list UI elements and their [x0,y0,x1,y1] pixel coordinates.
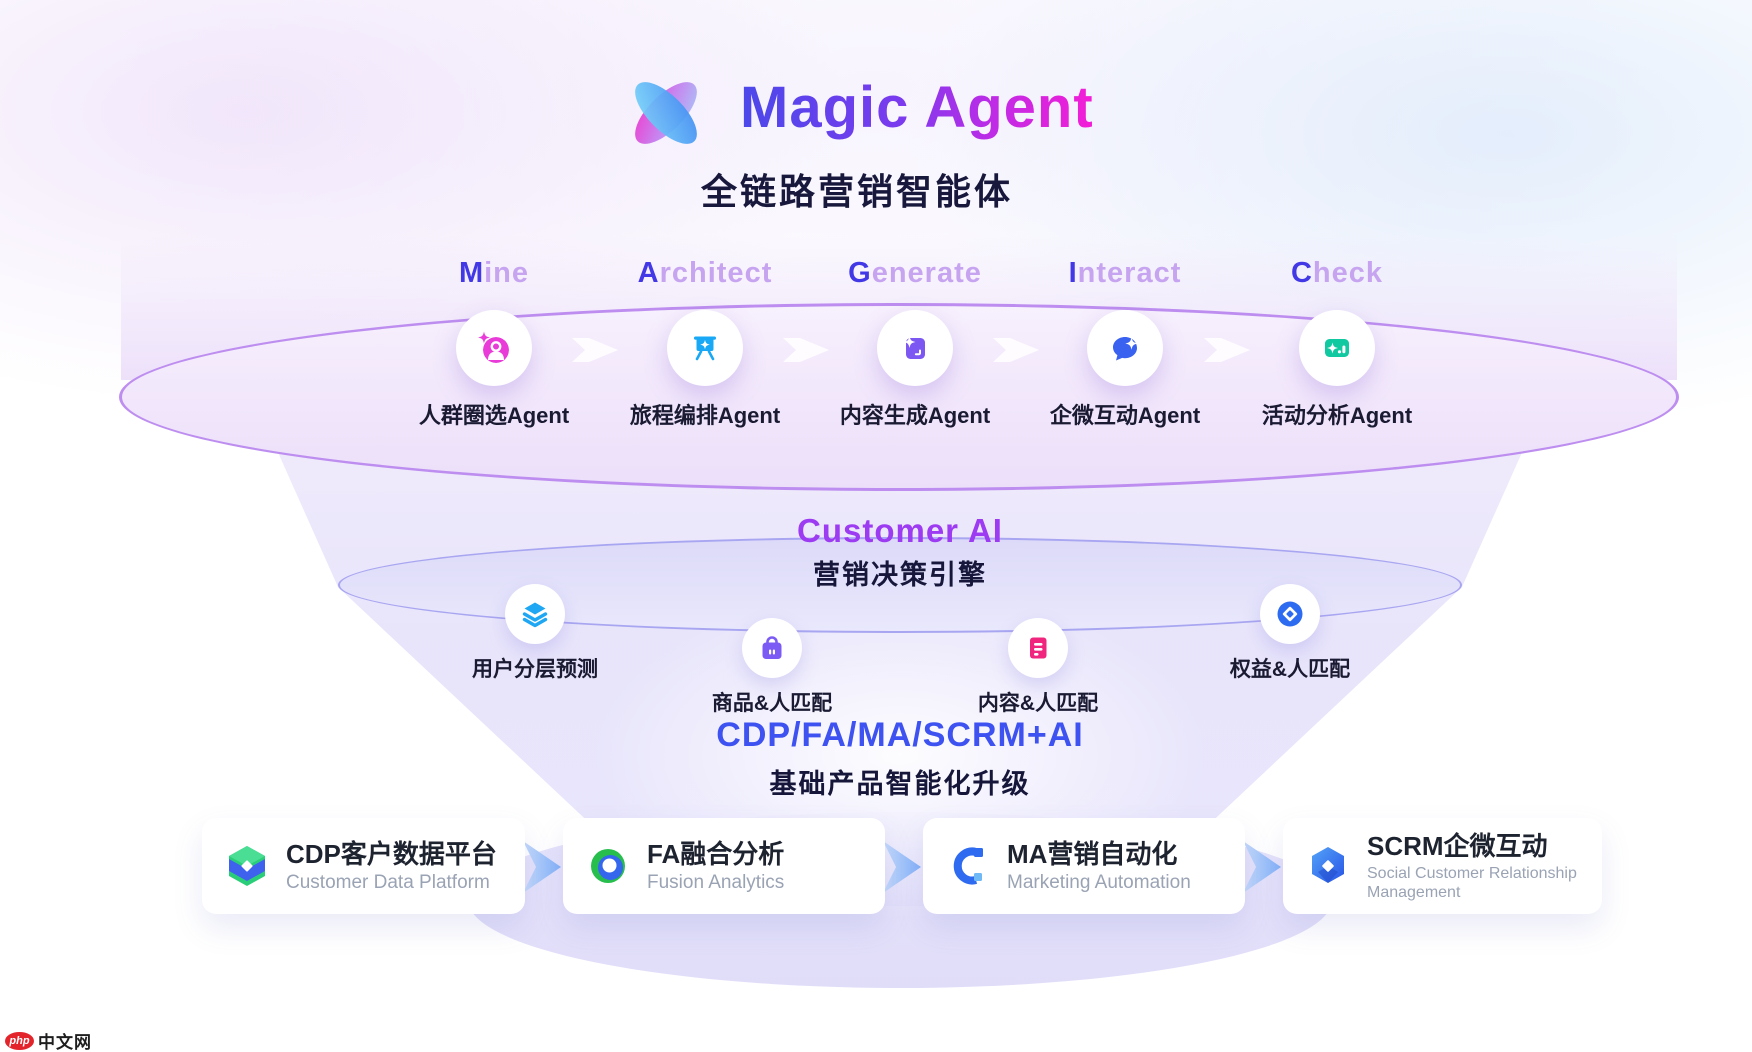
stage-title: Interact [1069,256,1182,290]
engine-icon-circle [1008,618,1068,678]
magic-agent-logo-icon [635,82,697,144]
agent-flow-disc [119,303,1679,491]
stage-title: Mine [459,256,529,290]
engine-icon-circle [1260,584,1320,644]
stage-title-initial: M [458,257,485,289]
stage-mine: Mine 人群圈选Agent [384,256,604,430]
stage-title-initial: I [1068,257,1078,289]
card-subtitle: Social Customer Relationship Management [1367,864,1577,901]
flow-arrow-icon [783,338,829,362]
stage-interact: Interact 企微互动Agent [1015,256,1235,430]
stage-title-initial: C [1290,257,1313,289]
watermark: php 中文网 [5,1028,92,1052]
stage-agent-label: 旅程编排Agent [629,403,781,428]
card-text: FA融合分析 Fusion Analytics [647,839,784,894]
card-text: MA营销自动化 Marketing Automation [1007,839,1191,894]
stage-check: Check 活动分析Agent [1227,256,1447,430]
engine-item-user-segmentation: 用户分层预测 [425,584,645,683]
engine-item-benefit-match: 权益&人匹配 [1180,584,1400,683]
card-title: FA融合分析 [647,838,785,869]
cdp-cube-icon [229,846,265,886]
stage-agent-label: 企微互动Agent [1049,403,1201,428]
engine-item-label: 商品&人匹配 [711,692,833,715]
content-note-icon [903,336,925,359]
flow-arrow-icon [1204,338,1250,362]
stage-title: Architect [638,256,773,290]
analytics-sparkle-icon [1325,339,1349,357]
diamond-circle-icon [1277,601,1303,627]
stage-icon-circle [667,310,743,386]
card-arrow-icon [883,841,921,893]
foundation-subtitle: 基础产品智能化升级 [769,769,1031,799]
flow-arrow-icon [572,338,618,362]
watermark-text: 中文网 [38,1033,92,1052]
foundation-title: CDP/FA/MA/SCRM+AI [716,716,1084,754]
stage-title: Check [1291,256,1383,290]
engine-icon-circle [505,584,565,644]
product-card-ma: MA营销自动化 Marketing Automation [923,818,1245,914]
stage-title-rest: rchitect [659,257,773,289]
stage-icon-circle [1087,310,1163,386]
stage-icon-circle [877,310,953,386]
stage-title-rest: enerate [871,257,982,289]
stage-icon-circle [456,310,532,386]
engine-item-label: 权益&人匹配 [1229,658,1351,681]
card-text: SCRM企微互动 Social Customer Relationship Ma… [1367,831,1588,902]
ma-logo-icon [953,847,983,885]
stage-agent-label: 内容生成Agent [839,403,991,428]
stage-generate: Generate 内容生成Agent [805,256,1025,430]
shopping-bag-icon [762,636,782,659]
fa-swirl-icon [591,849,625,883]
engine-item-label: 内容&人匹配 [977,692,1099,715]
engine-item-product-match: 商品&人匹配 [662,618,882,717]
card-subtitle: Fusion Analytics [647,871,785,893]
stage-title-rest: heck [1312,257,1384,289]
stage-agent-label: 活动分析Agent [1261,403,1413,428]
engine-icon-circle [742,618,802,678]
product-card-cdp: CDP客户数据平台 Customer Data Platform [202,818,525,914]
stage-title-initial: A [637,257,660,289]
stage-title-rest: nteract [1077,257,1182,289]
engine-item-content-match: 内容&人匹配 [928,618,1148,717]
card-title: CDP客户数据平台 [286,838,497,869]
product-card-fa: FA融合分析 Fusion Analytics [563,818,885,914]
card-title: SCRM企微互动 [1367,830,1548,861]
card-text: CDP客户数据平台 Customer Data Platform [286,839,497,894]
chat-sparkle-icon [1113,337,1138,361]
card-subtitle: Customer Data Platform [286,871,490,893]
scrm-hexagon-icon [1312,847,1344,883]
stage-icon-circle [1299,310,1375,386]
card-arrow-icon [1243,841,1281,893]
journey-board-icon [694,336,716,361]
card-title: MA营销自动化 [1007,838,1178,869]
card-arrow-icon [523,841,561,893]
decision-engine-title: Customer AI [797,512,1003,549]
stage-agent-label: 人群圈选Agent [418,403,570,428]
page-subtitle: 全链路营销智能体 [700,171,1013,212]
card-subtitle: Marketing Automation [1007,871,1191,893]
layers-icon [522,602,548,628]
page-title: Magic Agent [740,75,1094,140]
engine-item-label: 用户分层预测 [472,658,598,681]
stage-architect: Architect 旅程编排Agent [595,256,815,430]
stage-title-initial: G [848,257,872,289]
stage-title-rest: ine [484,257,530,289]
flow-arrow-icon [993,338,1039,362]
stage-title: Generate [848,256,982,290]
document-icon [1030,637,1047,659]
decision-engine-subtitle: 营销决策引擎 [813,560,987,590]
user-sparkle-icon [478,331,509,363]
product-card-scrm: SCRM企微互动 Social Customer Relationship Ma… [1283,818,1602,914]
php-badge: php [5,1031,34,1050]
